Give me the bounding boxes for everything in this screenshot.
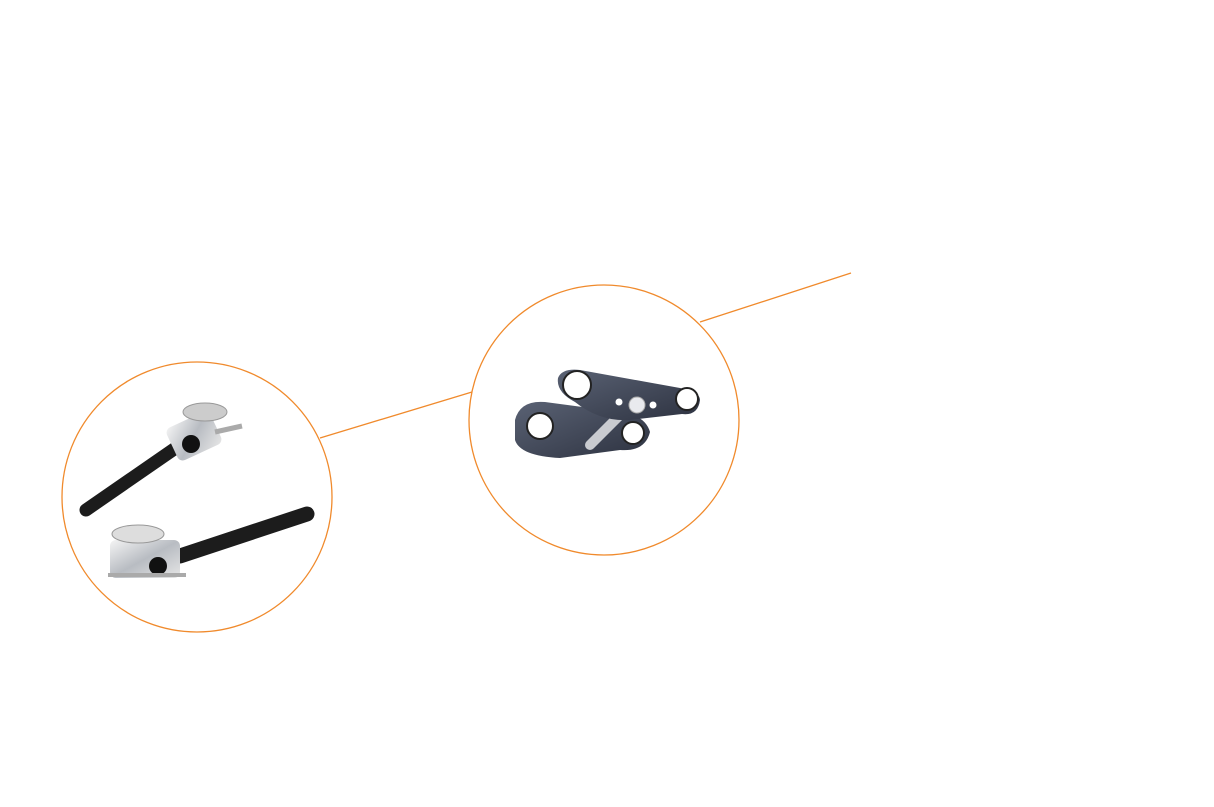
handlebar-image (79, 402, 315, 578)
hotspot-triple-clamp[interactable] (468, 284, 740, 556)
hotspot-clip-on-handlebars[interactable] (61, 361, 333, 633)
connector-line (319, 391, 473, 439)
triple-clamp-image (515, 369, 700, 458)
connector-line (699, 272, 852, 323)
